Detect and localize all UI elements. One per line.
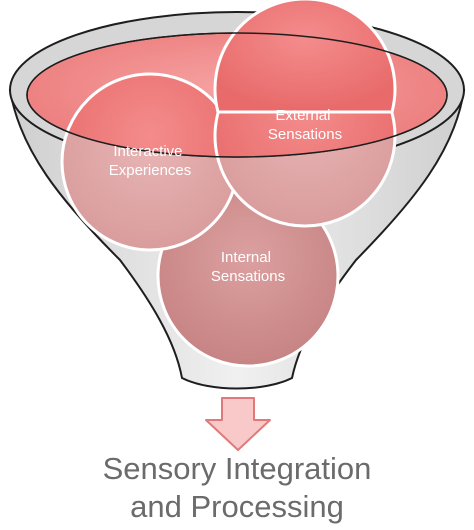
down-arrow-icon [205, 397, 271, 451]
external-sensations-circle-top [213, 0, 397, 114]
internal-sensations-label: Internal Sensations [211, 249, 285, 285]
caption-line-2: and Processing [130, 489, 344, 524]
interactive-experiences-label: Interactive Experiences [109, 143, 192, 179]
funnel-rim-inner-outline [26, 32, 448, 158]
interactive-experiences-circle [60, 72, 240, 157]
caption-line-1: Sensory Integration [102, 451, 372, 486]
external-sensations-label: External Sensations [268, 107, 342, 143]
